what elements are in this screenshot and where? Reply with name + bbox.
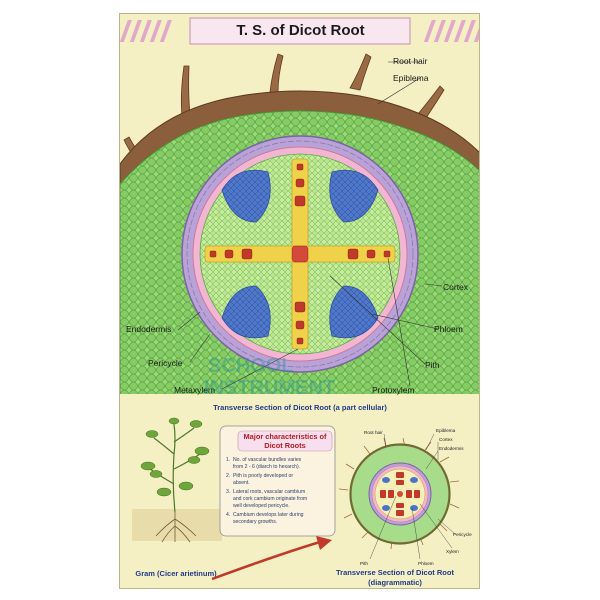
diagram-label-pith: Pith [360, 561, 368, 566]
label-cortex: Cortex [443, 282, 469, 292]
char-item-3-line-3: well developed pericycle. [233, 503, 290, 509]
char-item-1-num: 1. [226, 457, 230, 463]
char-item-1-line-1: No. of vascular bundles varies [233, 457, 302, 463]
label-pith: Pith [425, 360, 440, 370]
diagram-label-xylem: Xylem [446, 549, 459, 554]
arrow-to-diagram [211, 536, 332, 581]
char-item-1-line-2: from 2 - 6 (diarch to hexarch). [233, 464, 300, 470]
char-item-4-line-1: Cambium develops later during [233, 512, 304, 518]
characteristics-title-1: Major characteristics of [244, 432, 328, 441]
chart-poster: T. S. of Dicot Root [119, 13, 480, 589]
label-leaders [177, 61, 443, 390]
diagram-label-pericycle: Pericycle [453, 532, 472, 537]
diagram-label-cortex: Cortex [439, 437, 453, 442]
main-caption: Transverse Section of Dicot Root (a part… [213, 403, 387, 412]
diagrammatic-section: Root hair Epiblema Cortex Endodermis Per… [338, 428, 472, 566]
char-item-2-line-1: Pith is poorly developed or [233, 473, 293, 479]
title-bar: T. S. of Dicot Root [120, 14, 479, 48]
diagram-caption-2: (diagrammatic) [368, 578, 422, 587]
label-protoxylem: Protoxylem [372, 385, 415, 395]
char-item-3-line-1: Lateral roots, vascular cambium [233, 489, 305, 495]
title-decoration [120, 14, 479, 48]
diagram-label-endodermis: Endodermis [439, 446, 464, 451]
char-item-2-num: 2. [226, 473, 230, 479]
page-title: T. S. of Dicot Root [236, 22, 365, 39]
watermark-line1: SCHOOL [208, 355, 294, 377]
diagram-label-root-hair: Root hair [364, 430, 383, 435]
label-epiblema: Epiblema [393, 73, 429, 83]
char-item-2-line-2: absent. [233, 480, 250, 486]
label-pericycle: Pericycle [148, 358, 183, 368]
characteristics-title-2: Dicot Roots [264, 441, 305, 450]
diagram-canvas: Root hair Epiblema Cortex Endodermis Phl… [120, 53, 479, 587]
diagram-label-phloem: Phloem [418, 561, 434, 566]
label-metaxylem: Metaxylem [174, 385, 215, 395]
char-item-3-line-2: and cork cambium originate from [233, 496, 307, 502]
watermark-line2: INSTRUMENT [204, 377, 335, 399]
xylem-cross [204, 158, 396, 350]
char-item-4-line-2: secondary growths. [233, 519, 277, 525]
root-cross-section [120, 53, 479, 394]
char-item-3-num: 3. [226, 489, 230, 495]
char-item-4-num: 4. [226, 512, 230, 518]
label-phloem: Phloem [434, 324, 463, 334]
plant-caption: Gram (Cicer arietinum) [135, 569, 217, 578]
diagram-label-epiblema: Epiblema [436, 428, 456, 433]
characteristics-box: Major characteristics of Dicot Roots 1. … [219, 425, 336, 537]
label-endodermis: Endodermis [126, 324, 171, 334]
diagram-caption-1: Transverse Section of Dicot Root [336, 568, 454, 577]
phloem-patches [221, 169, 379, 339]
gram-plant-illustration [132, 417, 222, 543]
label-root-hair: Root hair [393, 56, 428, 66]
